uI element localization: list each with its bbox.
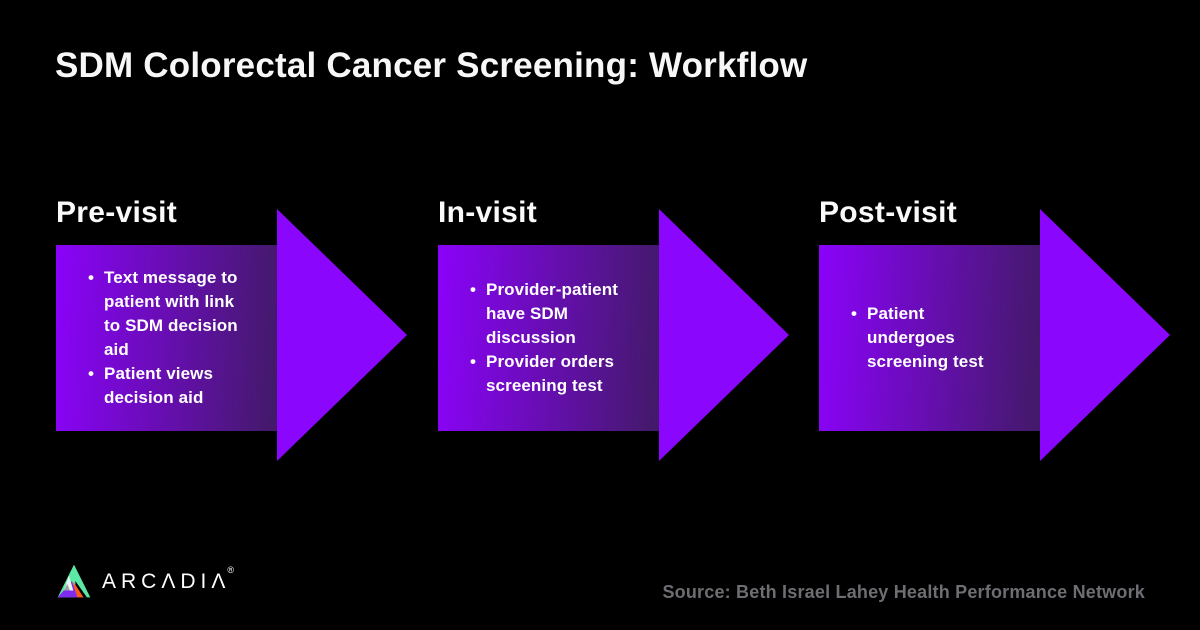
flow-arrow-icon	[659, 209, 789, 461]
stage-label: In-visit	[438, 196, 538, 229]
flow-arrow-icon	[277, 209, 407, 461]
arcadia-wordmark-text: ARCΛDIΛ	[102, 569, 231, 593]
bullet-item: Patient views decision aid	[88, 362, 251, 410]
bullet-list: Text message to patient with link to SDM…	[88, 266, 251, 410]
source-attribution: Source: Beth Israel Lahey Health Perform…	[662, 582, 1145, 602]
stage-post-visit: Post-visit Patient undergoes screening t…	[819, 196, 1171, 466]
bullet-item: Provider orders screening test	[470, 350, 633, 398]
bullet-item: Patient undergoes screening test	[851, 302, 1014, 374]
stage-label: Pre-visit	[56, 196, 178, 229]
bullet-item: Text message to patient with link to SDM…	[88, 266, 251, 362]
registered-mark: ®	[227, 564, 235, 575]
bullet-list: Provider-patient have SDM discussion Pro…	[470, 278, 633, 398]
bullet-list: Patient undergoes screening test	[851, 302, 1014, 374]
bullet-item: Provider-patient have SDM discussion	[470, 278, 633, 350]
arcadia-logo-icon	[57, 564, 91, 598]
stage-box: Text message to patient with link to SDM…	[56, 245, 277, 431]
stage-in-visit: In-visit Provider-patient have SDM discu…	[438, 196, 790, 466]
stage-label: Post-visit	[819, 196, 958, 229]
arcadia-wordmark: ARCΛDIΛ®	[102, 565, 237, 593]
page-title: SDM Colorectal Cancer Screening: Workflo…	[55, 46, 808, 85]
stage-box: Patient undergoes screening test	[819, 245, 1040, 431]
stage-box: Provider-patient have SDM discussion Pro…	[438, 245, 659, 431]
flow-arrow-icon	[1040, 209, 1170, 461]
stage-pre-visit: Pre-visit Text message to patient with l…	[56, 196, 408, 466]
arcadia-logo: ARCΛDIΛ®	[57, 562, 237, 600]
